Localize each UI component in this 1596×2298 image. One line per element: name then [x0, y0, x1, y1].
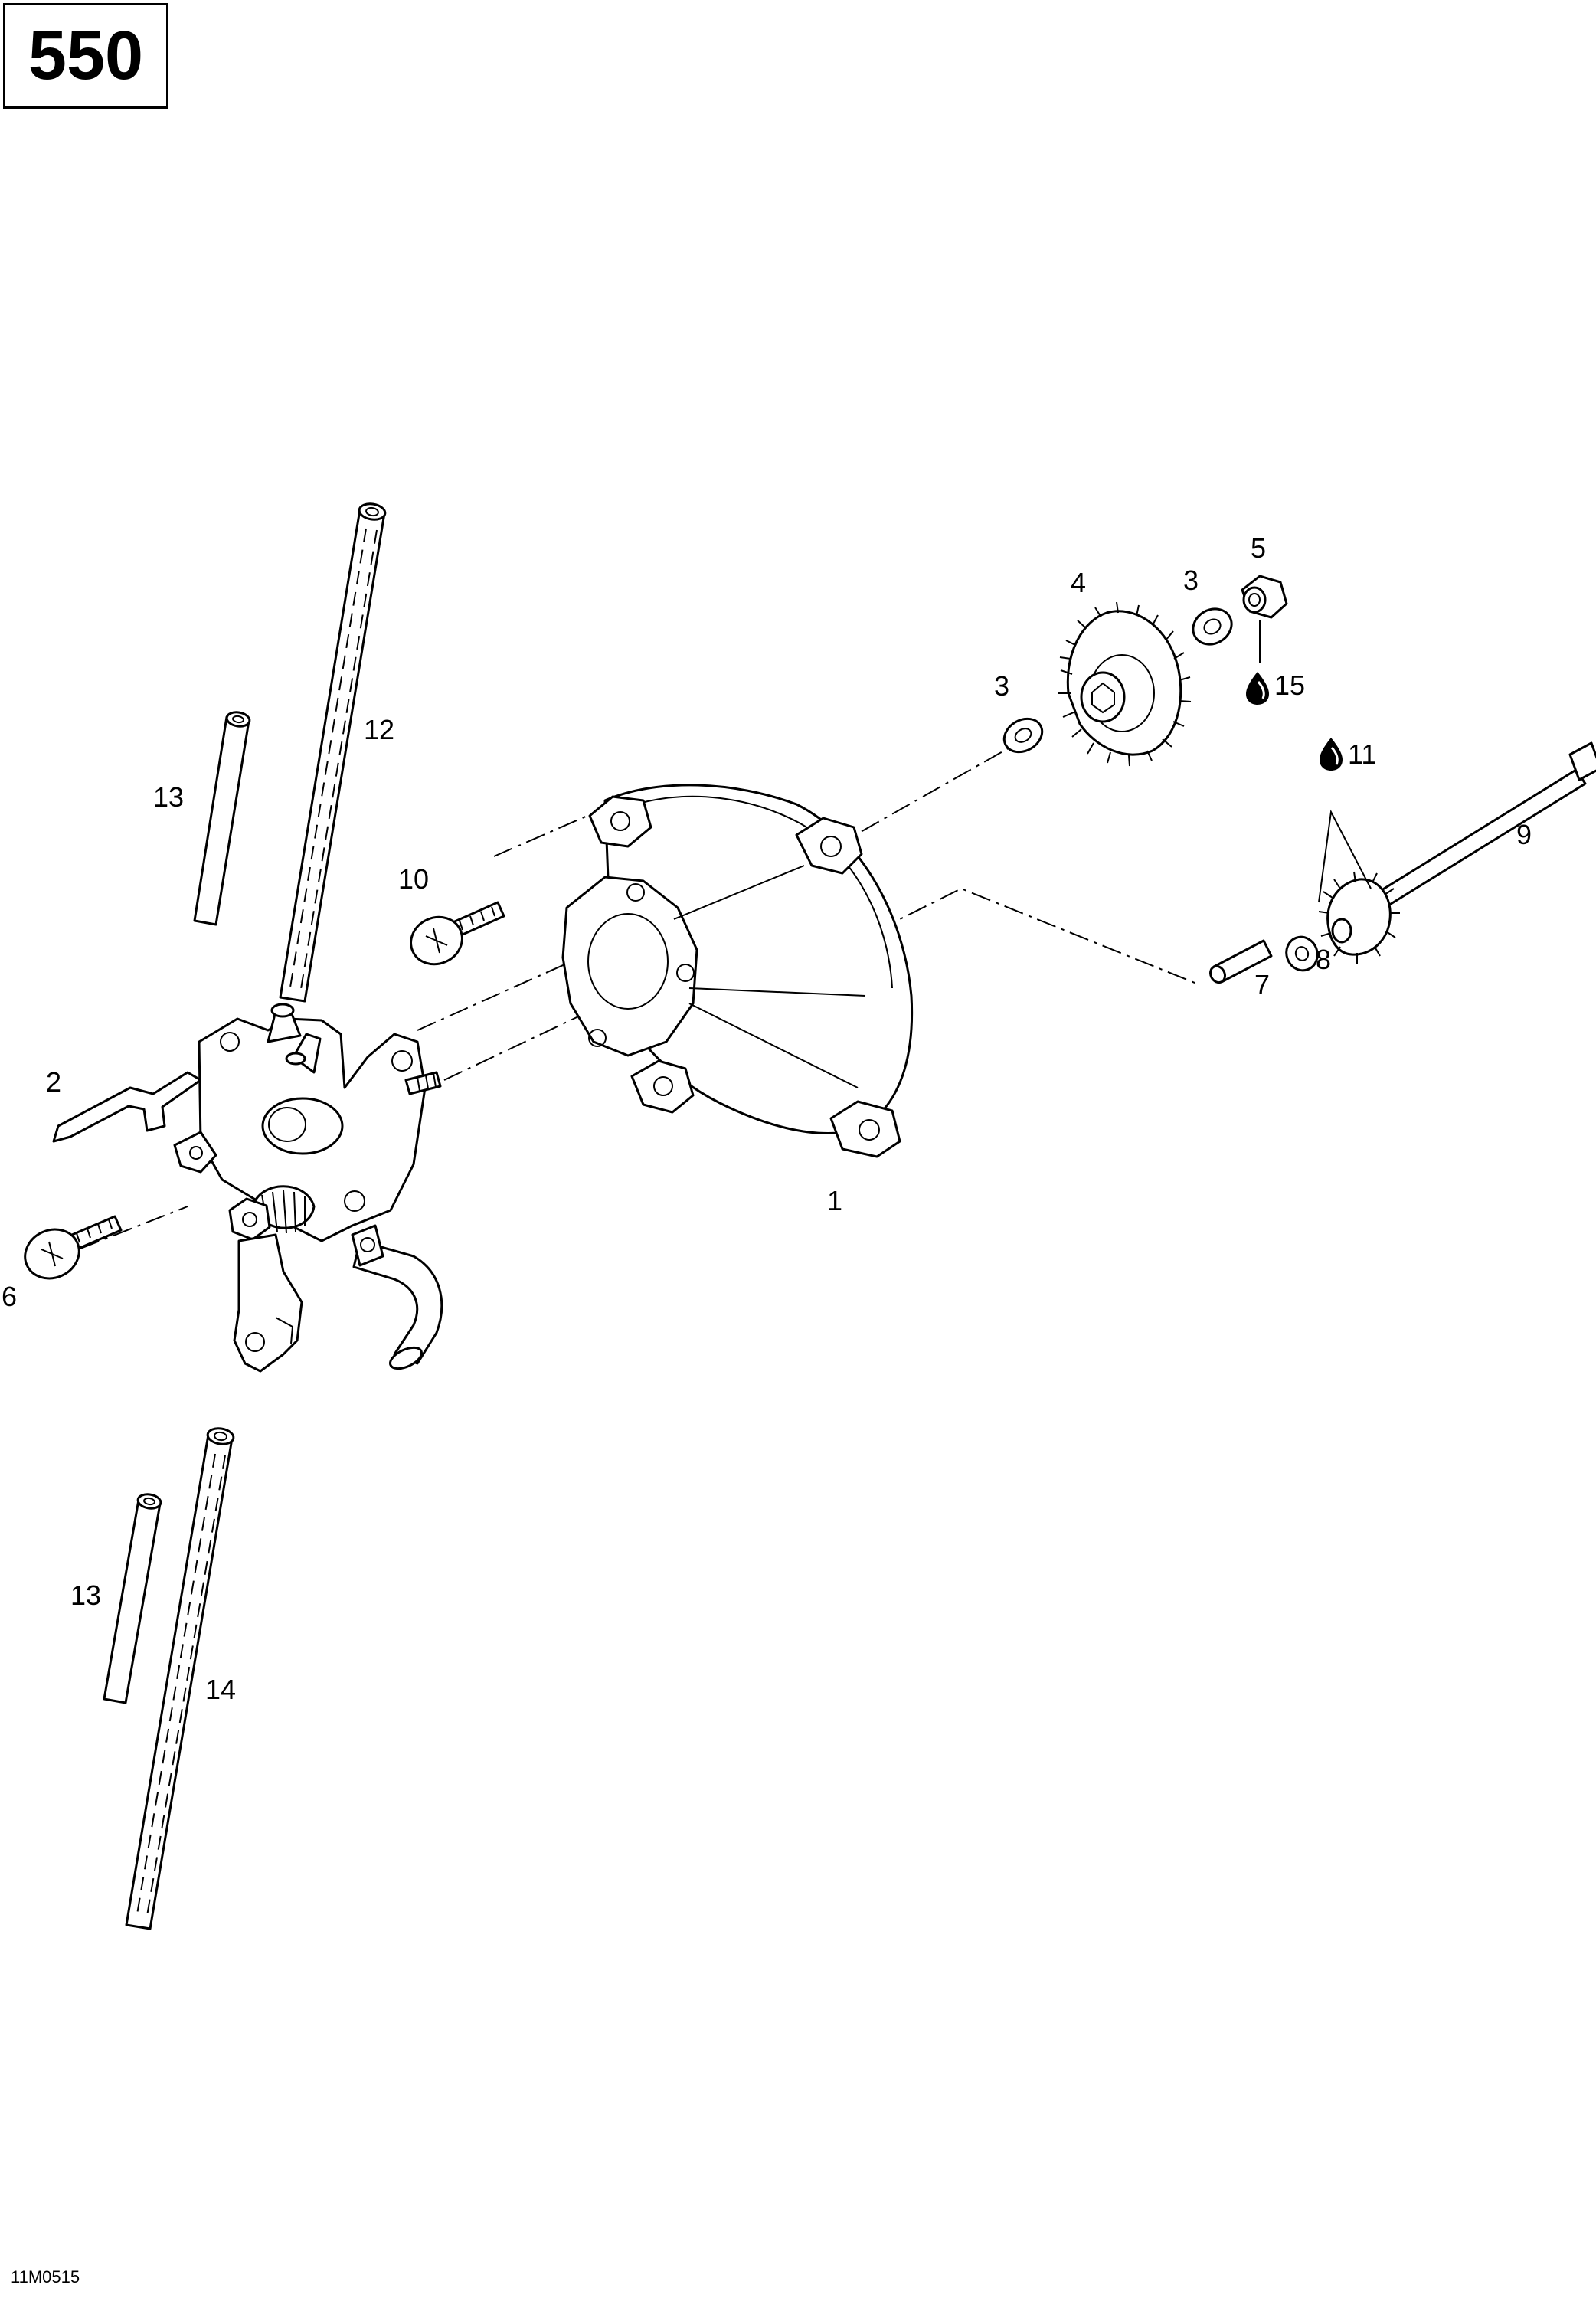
washer-3-left	[1002, 717, 1044, 754]
callout-3-left: 3	[994, 670, 1009, 702]
model-number: 550	[28, 17, 144, 94]
figure-reference: 11M0515	[11, 2267, 80, 2287]
tube-12	[279, 502, 387, 1003]
callout-1: 1	[827, 1185, 842, 1216]
callout-7: 7	[1254, 969, 1270, 1000]
assembly-lines	[80, 746, 1199, 1249]
callout-13-upper: 13	[153, 781, 184, 813]
oil-pump-assembly	[52, 1003, 443, 1373]
tube-13-upper	[193, 711, 251, 926]
callout-5: 5	[1251, 532, 1266, 564]
washer-8	[1285, 935, 1319, 972]
callout-3-right: 3	[1183, 565, 1199, 596]
callout-labels: 1 2 3 3 4 5 6 7 8 9 10 11 12 13 13 14 15	[2, 532, 1532, 1705]
gear-4	[1058, 601, 1192, 767]
oil-drop-icon	[1246, 672, 1269, 705]
callout-8: 8	[1316, 944, 1331, 975]
drive-shaft-9	[1318, 741, 1596, 964]
tube-14	[125, 1427, 235, 1930]
callout-2: 2	[46, 1066, 61, 1098]
callout-9: 9	[1516, 819, 1532, 850]
callout-13-lower: 13	[70, 1579, 101, 1611]
screw-6	[24, 1215, 123, 1280]
callout-4: 4	[1071, 567, 1086, 598]
pin-7	[1209, 939, 1273, 984]
callout-15: 15	[1274, 669, 1305, 701]
callout-10: 10	[398, 863, 429, 895]
washer-3-right	[1192, 607, 1233, 646]
tube-13-lower	[103, 1493, 162, 1704]
callout-12: 12	[364, 714, 394, 745]
callout-14: 14	[205, 1674, 236, 1705]
nut-5	[1241, 574, 1288, 663]
callout-6: 6	[2, 1281, 17, 1312]
pump-cover-1	[561, 784, 914, 1158]
screw-10	[410, 901, 505, 966]
oil-drop-icon	[1320, 738, 1343, 771]
callout-11: 11	[1348, 738, 1376, 770]
model-number-box: 550	[3, 3, 168, 109]
